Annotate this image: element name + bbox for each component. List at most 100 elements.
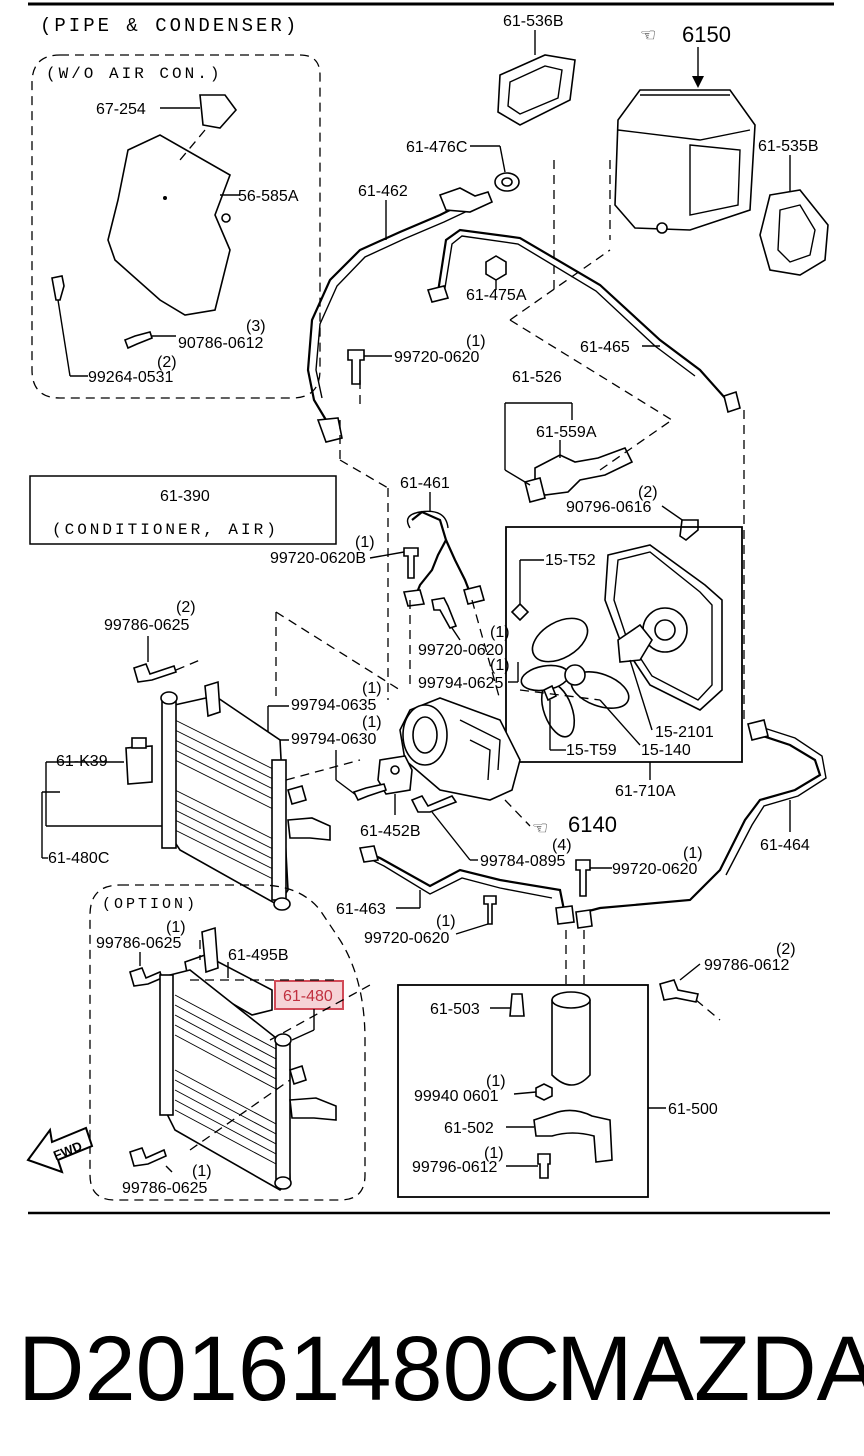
leader-99720-e xyxy=(455,923,489,935)
label-61-476C: 61-476C xyxy=(406,139,467,156)
label-99720-0620-a: 99720-0620 xyxy=(394,349,480,366)
label-61-526: 61-526 xyxy=(512,369,562,386)
qty-99794-a: (1) xyxy=(490,657,510,674)
bolt-99720-b xyxy=(403,547,419,579)
qty-99786-a: (2) xyxy=(176,599,196,616)
bracket-61-452B xyxy=(377,755,413,795)
label-61-463: 61-463 xyxy=(336,901,386,918)
mount-61-536B xyxy=(497,54,576,126)
bolt-99720-e xyxy=(483,895,497,925)
bolt-15-T59 xyxy=(542,684,558,702)
evaporator-unit-detail xyxy=(617,94,751,216)
pipe-61-461-loop xyxy=(406,510,449,529)
dash-67-254 xyxy=(179,129,206,161)
qty-99794-b: (1) xyxy=(362,680,382,697)
label-61-475A: 61-475A xyxy=(466,287,527,304)
fan-shroud-inner xyxy=(613,551,713,701)
pipe-61-463-outer xyxy=(371,859,553,899)
label-61-536B: 61-536B xyxy=(503,13,564,30)
condenser-fitting-b xyxy=(287,785,307,805)
condenser-61-480-tank-left xyxy=(159,974,174,1116)
qty-99796: (1) xyxy=(484,1145,504,1162)
leader-99786-c xyxy=(165,1165,173,1173)
leader-99720-b xyxy=(369,551,405,559)
group-wo-air-con-border xyxy=(31,54,321,399)
condenser-cap-top xyxy=(160,691,178,705)
conditioner-name: (CONDITIONER, AIR) xyxy=(52,521,279,539)
label-61-503: 61-503 xyxy=(430,1001,480,1018)
condenser-tank-right xyxy=(271,759,287,901)
qty-99720-e: (1) xyxy=(436,913,456,930)
condenser-cap-bottom xyxy=(273,897,291,911)
label-90796-0616: 90796-0616 xyxy=(566,499,652,516)
bolt-99796 xyxy=(537,1153,551,1179)
evaporator-unit-6150 xyxy=(614,89,756,231)
qty-99720-a: (1) xyxy=(466,333,486,350)
label-61-480: 61-480 xyxy=(283,988,333,1005)
label-61-452B: 61-452B xyxy=(360,823,421,840)
dash-6140 xyxy=(504,799,531,827)
qty-99720-d: (1) xyxy=(683,845,703,862)
footer-brand: MAZDA xyxy=(556,1318,864,1420)
icon-6150-arrow: ☜ xyxy=(640,25,656,45)
label-6140: 6140 xyxy=(568,812,617,837)
label-99786-0625-c: 99786-0625 xyxy=(122,1180,208,1197)
fan-motor-15-2101 xyxy=(617,623,653,663)
bolt-99786-c xyxy=(129,1147,167,1167)
bolt-90796 xyxy=(679,519,699,541)
condenser-61-480-cap-b xyxy=(274,1176,292,1190)
compressor-clutch-inner xyxy=(412,716,438,754)
leader-15-2101 xyxy=(629,659,653,731)
qty-99786-0612: (2) xyxy=(776,941,796,958)
group-option-border xyxy=(89,884,366,1201)
bracket-61-502 xyxy=(533,1109,613,1163)
bolt-99786-a xyxy=(133,663,178,683)
label-56-585A: 56-585A xyxy=(238,188,299,205)
pipe-61-462 xyxy=(306,199,471,441)
pipe-61-462-outer xyxy=(315,206,477,399)
leader-61-480-b xyxy=(291,1029,315,1041)
bolt-99720-c xyxy=(431,597,458,629)
label-61-502: 61-502 xyxy=(444,1120,494,1137)
pipe-61-461-clip-b xyxy=(463,585,485,605)
leader-99264 xyxy=(57,299,71,377)
label-15-T59: 15-T59 xyxy=(566,742,617,759)
plate-hole-2 xyxy=(221,213,231,223)
mount-61-535B xyxy=(759,189,829,276)
valve-61-559A-stem xyxy=(524,477,546,503)
label-99264-0531: 99264-0531 xyxy=(88,369,174,386)
dash-99786-a xyxy=(175,659,201,671)
receiver-drier-box xyxy=(397,984,649,1198)
label-61-K39: 61-K39 xyxy=(56,753,108,770)
condenser-61-480-fins xyxy=(174,994,279,1166)
label-99720-0620-e: 99720-0620 xyxy=(364,930,450,947)
label-99786-0612: 99786-0612 xyxy=(704,957,790,974)
label-61-535B: 61-535B xyxy=(758,138,819,155)
label-99794-0635: 99794-0635 xyxy=(291,697,377,714)
qty-99786-c: (1) xyxy=(192,1163,212,1180)
leader-99794-0630-b xyxy=(335,779,357,796)
bolt-99786-b xyxy=(129,967,163,987)
label-61-464: 61-464 xyxy=(760,837,810,854)
leader-99784 xyxy=(431,811,471,861)
label-99794-0630: 99794-0630 xyxy=(291,731,377,748)
bolt-90786 xyxy=(123,331,153,350)
highlight-61-480 xyxy=(274,980,344,1010)
condenser-bracket xyxy=(204,680,221,718)
pipe-61-462-end xyxy=(438,187,494,213)
condenser-61-480-fitting xyxy=(289,1097,337,1121)
bracket-61-495B-upright xyxy=(201,926,219,974)
label-99784-0895: 99784-0895 xyxy=(480,853,566,870)
bolt-99786-0612 xyxy=(659,979,699,1003)
label-99796-0612: 99796-0612 xyxy=(412,1159,498,1176)
qty-99720-b: (1) xyxy=(355,534,375,551)
fan-motor-inner xyxy=(654,619,676,641)
label-61-710A: 61-710A xyxy=(615,783,676,800)
label-61-465: 61-465 xyxy=(580,339,630,356)
condenser-61-480-cap xyxy=(274,1033,292,1047)
label-99720-0620B: 99720-0620B xyxy=(270,550,366,567)
pipe-61-463 xyxy=(365,850,567,916)
label-15-2101: 15-2101 xyxy=(655,724,714,741)
diagram-title: (PIPE & CONDENSER) xyxy=(40,15,299,37)
